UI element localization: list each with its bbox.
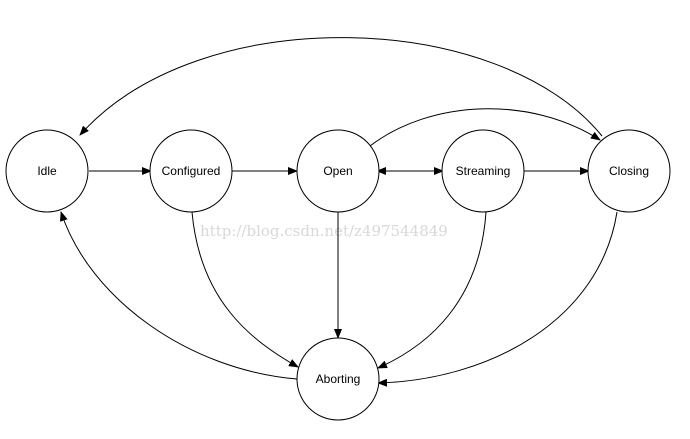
state-streaming-label: Streaming — [456, 164, 511, 178]
state-configured-label: Configured — [162, 164, 221, 178]
edge-aborting-to-idle — [60, 211, 298, 380]
state-aborting-label: Aborting — [316, 372, 361, 386]
state-aborting: Aborting — [296, 337, 380, 421]
state-closing-label: Closing — [609, 164, 649, 178]
edges — [60, 37, 618, 387]
watermark-text: http://blog.csdn.net/z497544849 — [200, 222, 448, 240]
state-idle-label: Idle — [37, 164, 57, 178]
edge-streaming-to-aborting — [377, 211, 487, 369]
state-streaming: Streaming — [441, 129, 525, 213]
edge-closing-to-aborting — [377, 211, 618, 387]
edge-closing-to-idle — [79, 37, 603, 137]
state-configured: Configured — [149, 129, 233, 213]
state-idle: Idle — [5, 129, 89, 213]
state-open: Open — [296, 129, 380, 213]
state-open-label: Open — [323, 164, 352, 178]
state-closing: Closing — [587, 129, 671, 213]
edge-open-to-closing — [369, 108, 601, 147]
edge-configured-to-aborting — [191, 211, 299, 368]
